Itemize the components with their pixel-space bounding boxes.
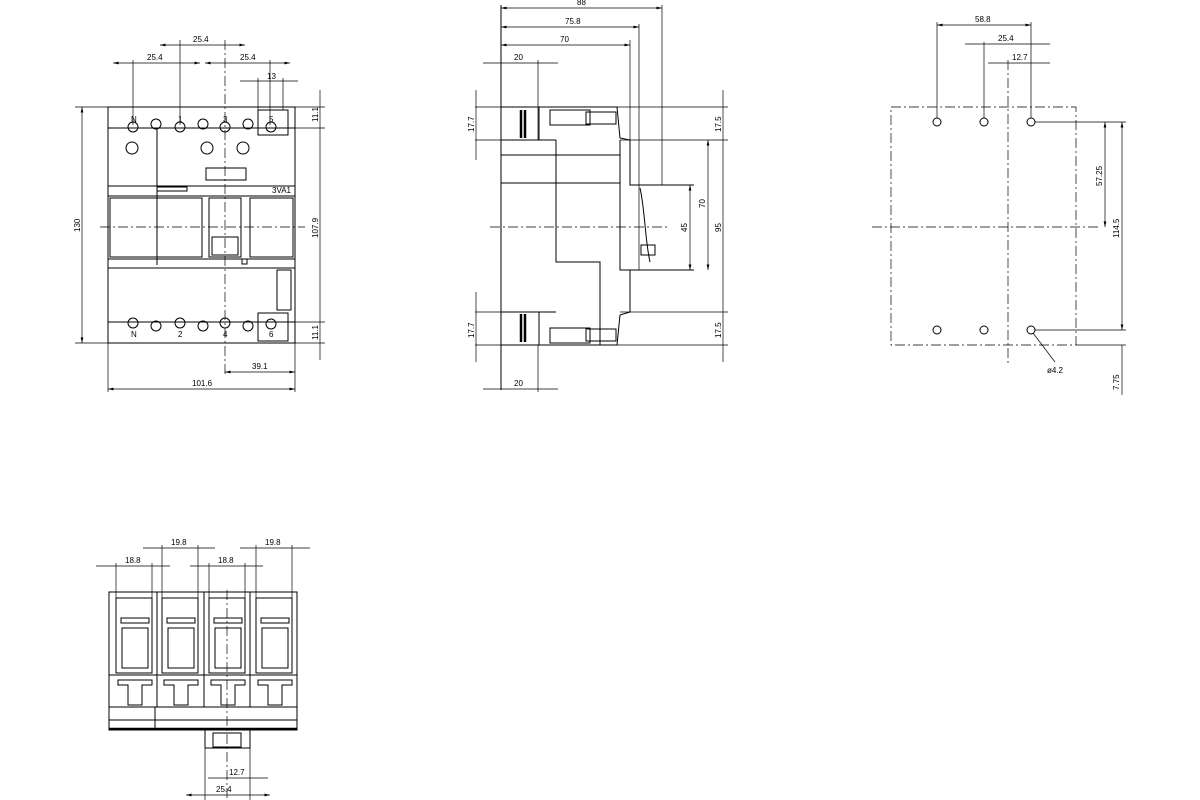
dim-label: 70	[698, 199, 707, 208]
dim-label: 17.7	[467, 116, 476, 132]
dim-label: 7.75	[1112, 374, 1121, 390]
pole-label: 3	[223, 115, 228, 124]
pole-label: 2	[178, 330, 183, 339]
pole-label: 1	[178, 115, 183, 124]
dim-label: 17.7	[467, 322, 476, 338]
dim-label: 19.8	[171, 538, 187, 547]
dim-label: 25.4	[193, 35, 209, 44]
dim-label: 39.1	[252, 362, 268, 371]
mounting-holes	[932, 117, 1036, 335]
pole-label: N	[131, 115, 137, 124]
front-dimensions: 25.4 25.4 25.4 13 130 107.9 11.1 11.1 39…	[73, 35, 325, 392]
pole-label: N	[131, 330, 137, 339]
dim-label: 25.4	[147, 53, 163, 62]
dim-label: 101.6	[192, 379, 213, 388]
dim-label: 45	[680, 223, 689, 232]
dim-label: 12.7	[229, 768, 245, 777]
mounting-dimensions: 58.8 25.4 12.7 57.25 114.5 7.75 ø4.2	[936, 15, 1126, 395]
dim-label: 70	[560, 35, 569, 44]
dim-label: ø4.2	[1047, 366, 1064, 375]
bottom-view: 18.8 19.8 18.8 19.8 12.7 25.4	[96, 538, 310, 800]
dim-label: 25.4	[998, 34, 1014, 43]
dim-label: 57.25	[1095, 165, 1104, 186]
dim-label: 18.8	[218, 556, 234, 565]
mounting-view: 58.8 25.4 12.7 57.25 114.5 7.75 ø4.2	[872, 15, 1126, 395]
dim-label: 17.5	[714, 322, 723, 338]
dim-label: 130	[73, 218, 82, 232]
bottom-terminals	[127, 312, 289, 342]
dim-label: 75.8	[565, 17, 581, 26]
dim-label: 13	[267, 72, 276, 81]
dim-label: 20	[514, 53, 523, 62]
dim-label: 88	[577, 0, 586, 7]
pole-label: 6	[269, 330, 274, 339]
dim-label: 25.4	[216, 785, 232, 794]
bottom-dimensions: 18.8 19.8 18.8 19.8 12.7 25.4	[96, 538, 310, 800]
front-view: 3VA1 N 1 3 5 N 2 4 6 25.4 25.4 25.4 13 1…	[73, 35, 325, 392]
dim-label: 107.9	[311, 217, 320, 238]
dim-label: 11.1	[311, 324, 320, 340]
dim-label: 114.5	[1112, 218, 1121, 238]
dim-label: 95	[714, 223, 723, 232]
side-dimensions: 88 75.8 70 20 20 17.7 17.7 17.5 17.5 95 …	[467, 0, 728, 392]
model-label: 3VA1	[272, 186, 292, 195]
dim-label: 18.8	[125, 556, 141, 565]
pole-label: 4	[223, 330, 228, 339]
dim-label: 20	[514, 379, 523, 388]
dim-label: 11.1	[311, 106, 320, 122]
dim-label: 25.4	[240, 53, 256, 62]
dim-label: 17.5	[714, 116, 723, 132]
terminal-slots	[115, 597, 293, 706]
pole-label: 5	[269, 115, 274, 124]
dim-label: 19.8	[265, 538, 281, 547]
dim-label: 12.7	[1012, 53, 1028, 62]
dim-label: 58.8	[975, 15, 991, 24]
side-view: 88 75.8 70 20 20 17.7 17.7 17.5 17.5 95 …	[467, 0, 728, 392]
top-terminals	[127, 109, 289, 136]
